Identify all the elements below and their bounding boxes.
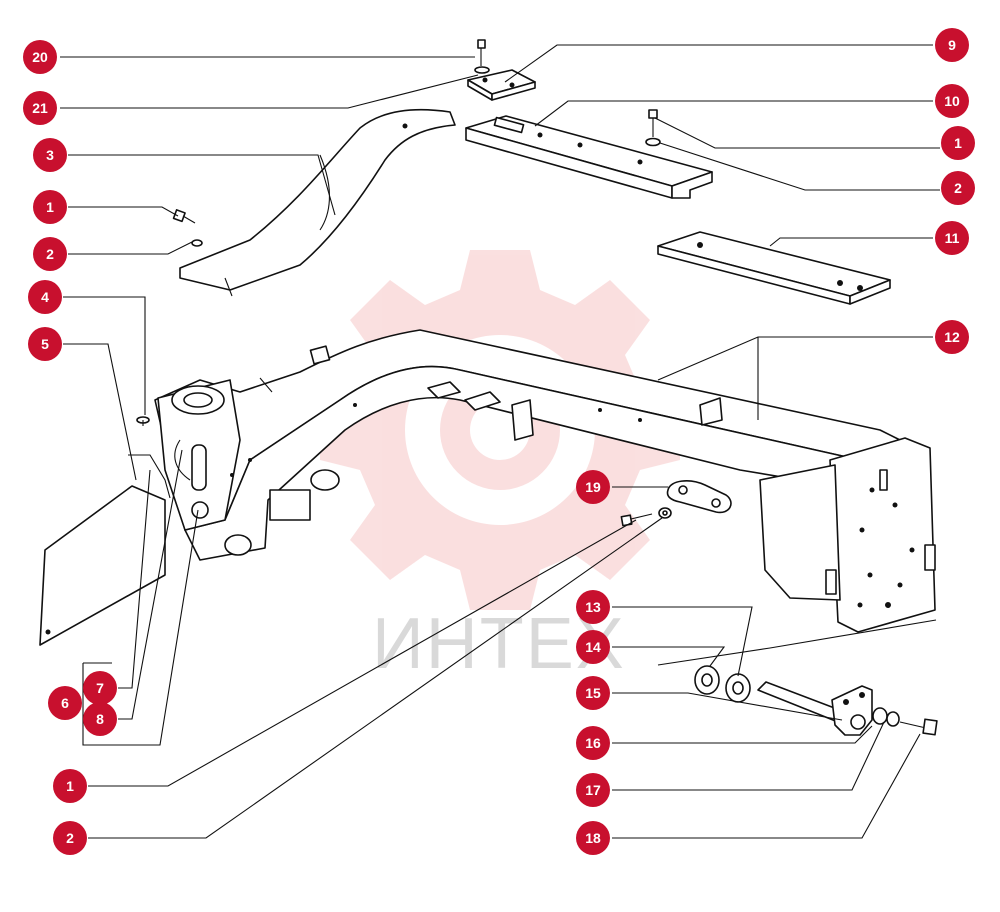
callout-2-left: 2 <box>33 237 67 271</box>
svg-text:21: 21 <box>32 100 48 116</box>
part-1-bolt-center <box>620 507 672 527</box>
callout-15: 15 <box>576 676 610 710</box>
svg-text:4: 4 <box>41 289 49 305</box>
svg-text:17: 17 <box>585 782 601 798</box>
svg-text:20: 20 <box>32 49 48 65</box>
callout-1-bottom: 1 <box>53 769 87 803</box>
callout-11: 11 <box>935 221 969 255</box>
callout-3: 3 <box>33 138 67 172</box>
svg-text:16: 16 <box>585 735 601 751</box>
svg-text:3: 3 <box>46 147 54 163</box>
svg-text:8: 8 <box>96 711 104 727</box>
part-10-rail <box>465 115 713 199</box>
svg-text:1: 1 <box>954 135 962 151</box>
part-19-link-plate <box>666 480 732 514</box>
part-12-main-frame <box>154 329 936 633</box>
part-18-bolt <box>899 718 938 736</box>
callout-4: 4 <box>28 280 62 314</box>
svg-text:13: 13 <box>585 599 601 615</box>
callout-6: 6 <box>48 686 82 720</box>
svg-text:5: 5 <box>41 336 49 352</box>
leader-lines <box>60 44 940 839</box>
svg-text:2: 2 <box>954 180 962 196</box>
callout-7: 7 <box>83 671 117 705</box>
part-20-bolt <box>474 39 490 74</box>
callout-8: 8 <box>83 702 117 736</box>
svg-text:15: 15 <box>585 685 601 701</box>
svg-text:1: 1 <box>46 199 54 215</box>
svg-text:2: 2 <box>46 246 54 262</box>
callout-12: 12 <box>935 320 969 354</box>
svg-text:19: 19 <box>585 479 601 495</box>
part-16-bracket <box>831 685 873 736</box>
part-4-screw <box>136 416 150 426</box>
svg-text:11: 11 <box>945 230 960 246</box>
svg-text:18: 18 <box>585 830 601 846</box>
callout-10: 10 <box>935 84 969 118</box>
part-14-washer <box>694 665 720 695</box>
callout-1-right: 1 <box>941 126 975 160</box>
part-6-latch-assembly <box>128 439 209 519</box>
part-11-plate <box>657 231 891 305</box>
part-9-plate <box>467 69 536 101</box>
callout-20: 20 <box>23 40 57 74</box>
svg-text:14: 14 <box>585 639 601 655</box>
callout-1-left: 1 <box>33 190 67 224</box>
svg-text:12: 12 <box>944 329 960 345</box>
svg-text:10: 10 <box>944 93 960 109</box>
part-13-washer <box>725 673 751 703</box>
callout-13: 13 <box>576 590 610 624</box>
callout-16: 16 <box>576 726 610 760</box>
callout-5: 5 <box>28 327 62 361</box>
part-3-mudguard <box>179 108 456 297</box>
part-17-nut <box>872 707 900 727</box>
svg-text:7: 7 <box>96 680 104 696</box>
callout-14: 14 <box>576 630 610 664</box>
callout-19: 19 <box>576 470 610 504</box>
callout-17: 17 <box>576 773 610 807</box>
part-5-cover-plate <box>39 485 166 646</box>
svg-text:1: 1 <box>66 778 74 794</box>
callout-2-bottom: 2 <box>53 821 87 855</box>
callout-21: 21 <box>23 91 57 125</box>
svg-text:6: 6 <box>61 695 69 711</box>
svg-text:9: 9 <box>948 37 956 53</box>
callout-2-right: 2 <box>941 171 975 205</box>
callout-18: 18 <box>576 821 610 855</box>
svg-text:2: 2 <box>66 830 74 846</box>
part-1-bolt-right <box>645 109 661 147</box>
callout-9: 9 <box>935 28 969 62</box>
